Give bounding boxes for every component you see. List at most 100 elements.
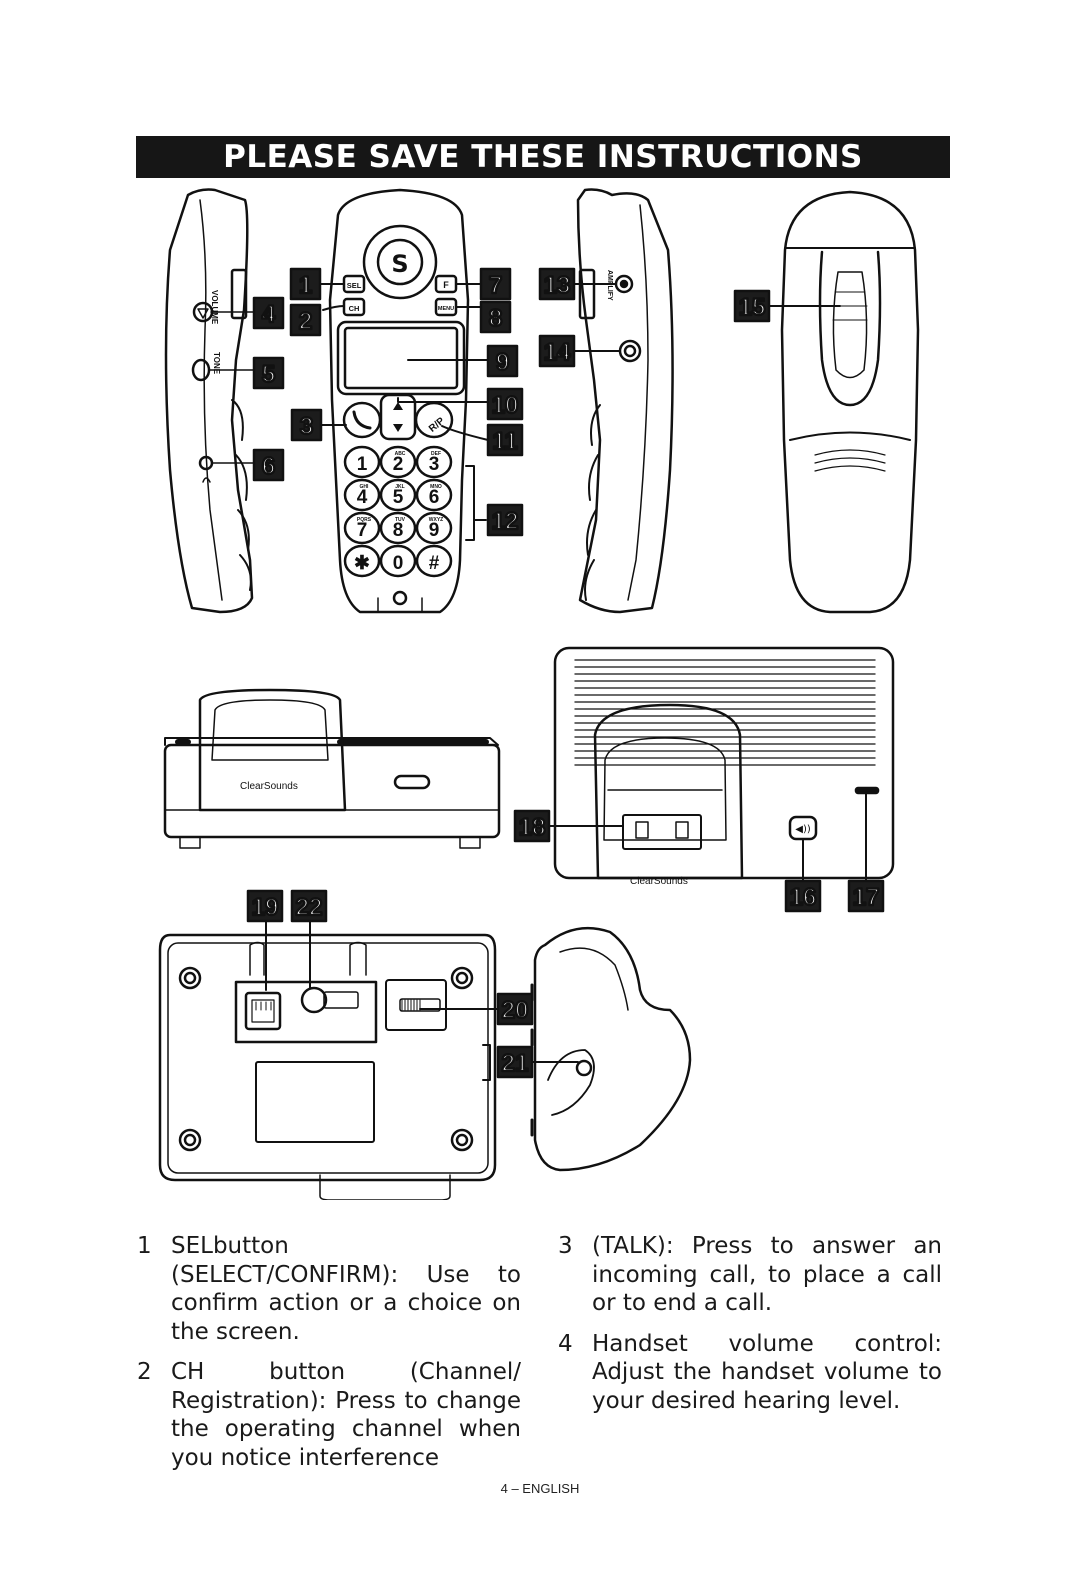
keypad-key-11[interactable]: 0 bbox=[379, 544, 417, 578]
key-digit: 0 bbox=[393, 553, 404, 574]
svg-text:22: 22 bbox=[296, 894, 323, 921]
key-letters: GHI bbox=[360, 484, 370, 490]
callout-17: 17 bbox=[847, 879, 885, 913]
callout-21: 21 bbox=[496, 1045, 534, 1079]
charge-contact-right bbox=[675, 821, 689, 839]
svg-text:MENU: MENU bbox=[438, 306, 454, 312]
belt-clip bbox=[818, 250, 882, 407]
svg-text:13: 13 bbox=[544, 272, 571, 299]
svg-text:5: 5 bbox=[262, 361, 275, 388]
wall-mount-hole bbox=[575, 1059, 593, 1077]
keypad-key-1[interactable]: 1 bbox=[343, 445, 381, 479]
phone-illustrations: VOLUME TONE S SEL CH F MENU R/P bbox=[158, 188, 920, 1200]
amplify-label: AMPLIFY bbox=[606, 270, 613, 301]
svg-text:19: 19 bbox=[252, 894, 279, 921]
descriptions-right-column: 3 (TALK): Press to answer an incoming ca… bbox=[558, 1232, 942, 1427]
key-letters: MNO bbox=[430, 484, 442, 490]
description-item-1: 1 SELbutton (SELECT/CONFIRM): Use to con… bbox=[137, 1232, 521, 1346]
callout-12: 12 bbox=[486, 503, 524, 537]
svg-text:10: 10 bbox=[492, 392, 519, 419]
item-number: 4 bbox=[558, 1330, 573, 1357]
svg-text:11: 11 bbox=[492, 428, 517, 455]
brand-label: ClearSounds bbox=[240, 781, 298, 792]
key-digit: 1 bbox=[357, 454, 368, 475]
svg-text:20: 20 bbox=[502, 997, 529, 1024]
svg-text:3: 3 bbox=[300, 413, 313, 440]
svg-text:16: 16 bbox=[790, 884, 817, 911]
item-number: 2 bbox=[137, 1359, 152, 1385]
svg-text:12: 12 bbox=[492, 508, 519, 535]
key-digit: 5 bbox=[393, 487, 404, 508]
svg-text:9: 9 bbox=[496, 349, 509, 376]
ringer-switch[interactable] bbox=[618, 339, 642, 363]
item-number: 1 bbox=[137, 1233, 152, 1259]
callout-22: 22 bbox=[290, 889, 328, 923]
callout-3: 3 bbox=[290, 408, 323, 442]
callout-20: 20 bbox=[496, 992, 534, 1026]
svg-text:1: 1 bbox=[299, 272, 312, 299]
callout-labels: 1 2 3 4 5 6 7 8 9 10 11 12 13 14 15 16 1… bbox=[246, 267, 885, 1079]
page-footer: 4 – ENGLISH bbox=[500, 1481, 580, 1496]
page-button[interactable] bbox=[393, 774, 431, 790]
svg-text:17: 17 bbox=[853, 884, 880, 911]
svg-text:◀)): ◀)) bbox=[795, 824, 811, 835]
dial-mode-switch[interactable] bbox=[399, 998, 441, 1012]
key-digit: # bbox=[429, 553, 440, 574]
svg-text:4: 4 bbox=[262, 301, 276, 328]
description-item-2: 2 CH button (Channel/ Registration): Pre… bbox=[137, 1358, 521, 1472]
brand-logo-icon bbox=[376, 238, 424, 286]
svg-text:14: 14 bbox=[544, 339, 571, 366]
description-item-3: 3 (TALK): Press to answer an incoming ca… bbox=[558, 1232, 942, 1318]
svg-text:SEL: SEL bbox=[347, 281, 362, 290]
key-digit: 7 bbox=[357, 520, 368, 541]
brand-label-top: ClearSounds bbox=[630, 876, 688, 887]
base-side-view bbox=[530, 926, 692, 1172]
svg-text:CH: CH bbox=[349, 304, 360, 313]
lcd-screen bbox=[343, 326, 459, 390]
callout-9: 9 bbox=[486, 344, 519, 378]
keypad-key-12[interactable]: # bbox=[415, 544, 453, 578]
talk-button[interactable] bbox=[342, 401, 382, 439]
callout-13: 13 bbox=[538, 267, 576, 301]
key-letters: JKL bbox=[395, 484, 404, 490]
descriptions-left-column: 1 SELbutton (SELECT/CONFIRM): Use to con… bbox=[137, 1232, 521, 1484]
svg-text:R/P: R/P bbox=[427, 415, 447, 434]
tone-switch bbox=[191, 358, 211, 382]
callout-leader-lines bbox=[265, 283, 867, 1063]
callout-8: 8 bbox=[479, 300, 512, 334]
tone-label: TONE bbox=[212, 352, 221, 375]
item-text: (TALK): Press to answer an incoming call… bbox=[592, 1233, 942, 1316]
callout-14: 14 bbox=[538, 334, 576, 368]
description-item-4: 4 Handset volume control: Adjust the han… bbox=[558, 1330, 942, 1416]
base-front-view: ClearSounds bbox=[163, 688, 501, 849]
volume-label: VOLUME bbox=[210, 290, 219, 325]
callout-10: 10 bbox=[486, 387, 524, 421]
charge-contact-left bbox=[635, 821, 649, 839]
item-text: CH button (Channel/ Registration): Press… bbox=[171, 1359, 521, 1471]
callout-5: 5 bbox=[252, 356, 285, 390]
phone-line-jack bbox=[244, 991, 282, 1031]
item-text: Handset volume control: Adjust the hands… bbox=[592, 1330, 942, 1414]
svg-text:2: 2 bbox=[299, 308, 312, 335]
svg-text:F: F bbox=[443, 280, 449, 290]
key-letters: TUV bbox=[395, 517, 406, 523]
key-digit: 4 bbox=[357, 487, 368, 508]
callout-7: 7 bbox=[479, 267, 512, 301]
callout-15: 15 bbox=[733, 289, 771, 323]
key-digit: 9 bbox=[429, 520, 440, 541]
svg-text:15: 15 bbox=[739, 294, 766, 321]
svg-text:7: 7 bbox=[489, 272, 502, 299]
callout-18: 18 bbox=[513, 809, 551, 843]
callout-11: 11 bbox=[486, 423, 524, 457]
keypad-key-10[interactable]: ✱ bbox=[343, 544, 381, 578]
callout-19: 19 bbox=[246, 889, 284, 923]
